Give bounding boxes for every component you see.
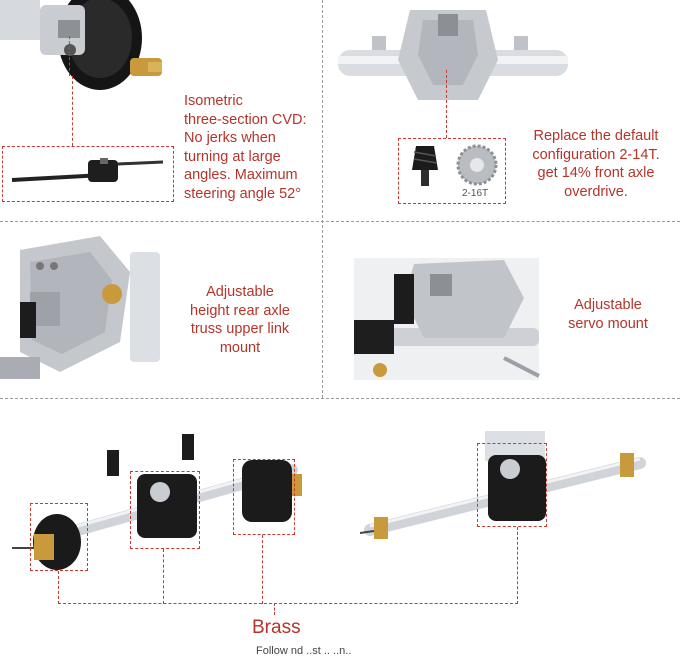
cvd-line-5: angles. Maximum [184,167,298,183]
rear-mount-caption: Adjustable height rear axle truss upper … [178,283,302,357]
brass-bracket-label-drop [274,603,275,615]
gear-line-3: get 14% front axle [537,165,655,181]
gear-line-4: overdrive. [564,183,628,200]
rear-mount-line-2: height rear axle [190,302,290,319]
cvd-line-4: turning at large [184,148,281,165]
brass-box-rear-diff [477,443,547,527]
brass-bracket-diff-drop [163,549,164,604]
gear-label: 2-16T [462,188,489,199]
cvd-highlight-top [69,36,77,76]
spur-gear-image [456,144,498,186]
cvd-highlight-box [2,146,174,202]
brass-bracket-horizontal [58,603,518,604]
gear-caption: Replace the default configuration 2-14T.… [520,127,672,201]
gear-line-2: configuration 2-14T. [532,146,660,163]
brass-bracket-hub-drop [262,535,263,604]
servo-line-1: Adjustable [574,297,642,313]
servo-caption: Adjustable servo mount [548,296,668,333]
gear-connector [446,70,447,138]
gear-line-1: Replace the default [533,128,659,144]
cvd-caption: Isometric three-section CVD: No jerks wh… [184,92,307,203]
cvd-connector [72,76,73,146]
brass-bracket-left-drop [58,571,59,604]
cvd-line-6: steering angle 52° [184,185,302,202]
cvd-line-2: three-section CVD: [184,111,307,128]
gear-highlight-box [398,138,506,204]
pinion-gear-image [412,146,438,186]
rear-mount-image [0,236,160,379]
footer-text: Follow nd ..st .. ..n.. [256,645,352,657]
cvd-knuckle-image [0,0,162,90]
brass-box-front-diff [130,471,200,549]
cvd-line-1: Isometric [184,93,243,109]
divider-horizontal-2 [0,398,680,399]
cvd-shaft-image [11,158,164,182]
front-axle-image [12,434,302,570]
divider-vertical-top [322,0,323,398]
brass-label: Brass [252,617,301,638]
servo-line-2: servo mount [568,315,648,332]
rear-mount-line-1: Adjustable [206,284,274,300]
brass-bracket-rear-drop [517,527,518,604]
rear-mount-line-4: mount [219,339,261,356]
brass-box-left-hub [30,503,88,571]
cvd-line-3: No jerks when [184,130,276,146]
rear-axle-image [359,431,646,539]
rear-mount-line-3: truss upper link [190,321,290,337]
brass-box-right-hub [233,459,295,535]
diff-housing-image [338,10,568,100]
divider-horizontal-1 [0,221,680,222]
servo-mount-image [354,258,540,380]
